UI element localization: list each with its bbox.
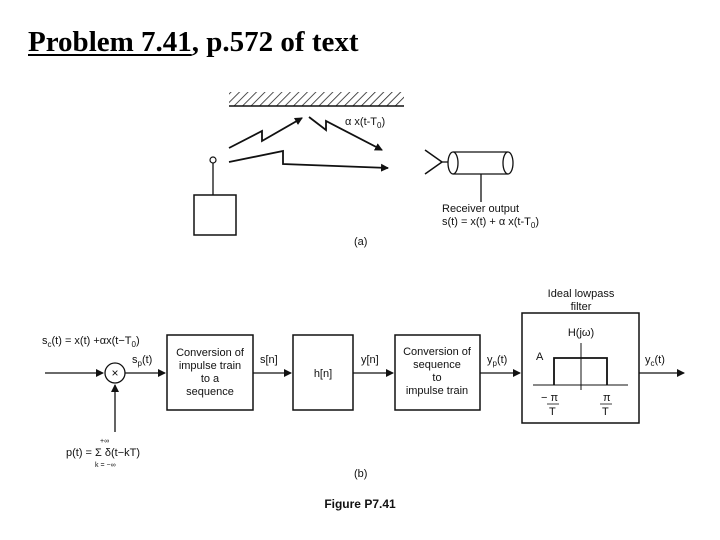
page-title: Problem 7.41, p.572 of text xyxy=(28,26,359,59)
block3-line2: sequence xyxy=(413,359,461,371)
title-reference: , p.572 of text xyxy=(191,26,359,58)
impulse-train-label: p(t) = Σ δ(t−kT) xyxy=(66,447,140,459)
filter-title-line2: filter xyxy=(571,301,592,313)
sum-upper-limit: +∞ xyxy=(100,438,109,445)
neg-cutoff-label: − π xyxy=(541,392,558,404)
block1-line3: to a xyxy=(201,373,220,385)
part-b-diagram: sc(t) = x(t) +αx(t−T0) × sp(t) Conversio… xyxy=(42,288,685,511)
reflected-path-up xyxy=(228,117,303,149)
multiply-icon: × xyxy=(111,366,118,380)
A-label: A xyxy=(536,351,544,363)
filter-response xyxy=(553,357,608,385)
yp-label: yp(t) xyxy=(487,354,507,368)
figure-caption: Figure P7.41 xyxy=(324,497,396,511)
svg-text:T: T xyxy=(549,406,556,418)
received-signal-equation: s(t) = x(t) + α x(t-T0) xyxy=(442,216,539,230)
input-signal-label: sc(t) = x(t) +αx(t−T0) xyxy=(42,335,140,349)
block3-line3: to xyxy=(432,372,441,384)
reflected-path-down xyxy=(308,116,383,151)
block1-line4: sequence xyxy=(186,386,234,398)
part-a-caption: (a) xyxy=(354,236,367,248)
antenna-icon xyxy=(209,156,217,164)
hn-label: h[n] xyxy=(314,368,332,380)
title-problem: Problem 7.41 xyxy=(28,26,192,58)
part-b-caption: (b) xyxy=(354,468,367,480)
part-a-diagram: α x(t-T0) Receiver output s(t) = x(t) + … xyxy=(193,92,539,248)
H-label: H(jω) xyxy=(568,327,594,339)
sn-label: s[n] xyxy=(260,354,278,366)
lowpass-filter-block xyxy=(521,312,640,424)
direct-path xyxy=(228,149,389,172)
sum-lower-limit: k = −∞ xyxy=(95,462,116,469)
block1-line2: impulse train xyxy=(179,360,241,372)
reflecting-surface xyxy=(229,92,404,106)
receiver-output-label: Receiver output xyxy=(442,203,519,215)
pos-cutoff-label: π xyxy=(603,392,611,404)
transmitter-box xyxy=(193,194,237,236)
block3-line4: impulse train xyxy=(406,385,468,397)
yn-label: y[n] xyxy=(361,354,379,366)
svg-text:T: T xyxy=(602,406,609,418)
receiver-antenna-icon xyxy=(424,149,444,175)
block1-line1: Conversion of xyxy=(176,347,245,359)
filter-title-line1: Ideal lowpass xyxy=(548,288,615,300)
block3-line1: Conversion of xyxy=(403,346,472,358)
reflected-signal-label: α x(t-T0) xyxy=(345,116,385,130)
yc-label: yc(t) xyxy=(645,354,665,368)
sp-label: sp(t) xyxy=(132,354,152,368)
